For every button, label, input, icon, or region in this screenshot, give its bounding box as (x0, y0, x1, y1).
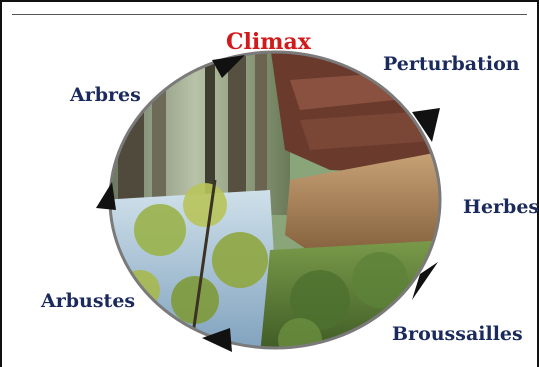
stage-label-perturbation: Perturbation (383, 55, 520, 74)
stage-label-arbres: Arbres (70, 86, 141, 105)
stage-label-arbustes: Arbustes (41, 292, 135, 311)
photo-collage (100, 45, 450, 362)
stage-label-herbes: Herbes (463, 198, 539, 217)
stage-label-broussailles: Broussailles (392, 325, 523, 344)
stage-label-climax: Climax (226, 31, 311, 53)
